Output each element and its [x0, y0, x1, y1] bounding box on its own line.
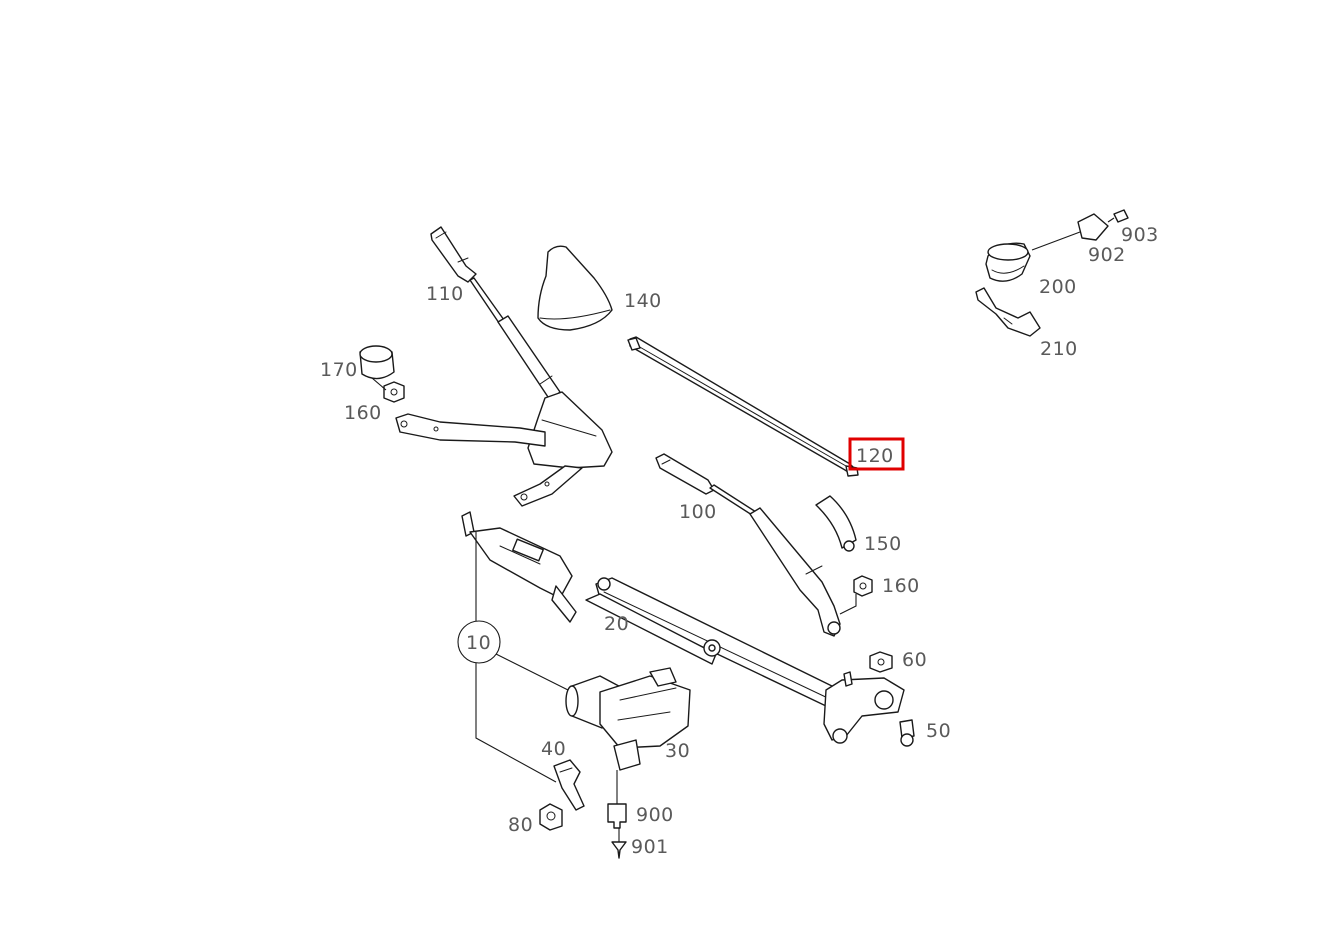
callout-170[interactable]: 170 [320, 359, 358, 381]
part-160-nut-left[interactable] [383, 381, 405, 403]
callout-150[interactable]: 150 [864, 533, 902, 555]
part-110-driver-wiper-arm[interactable] [395, 226, 613, 507]
part-160-nut-right[interactable] [853, 575, 873, 597]
callout-100[interactable]: 100 [679, 501, 717, 523]
callout-903[interactable]: 903 [1121, 224, 1159, 246]
callout-labels: 10 20 30 40 50 60 80 100 110 120 140 150… [320, 224, 1159, 858]
callout-902[interactable]: 902 [1088, 244, 1126, 266]
callout-10-circle [457, 620, 501, 664]
callout-140[interactable]: 140 [624, 290, 662, 312]
part-30-wiper-motor[interactable] [565, 667, 691, 771]
callout-210[interactable]: 210 [1040, 338, 1078, 360]
callout-200[interactable]: 200 [1039, 276, 1077, 298]
part-40-bracket[interactable] [553, 759, 585, 811]
part-900-connector[interactable] [607, 803, 627, 829]
callout-120[interactable]: 120 [856, 445, 894, 467]
callout-60[interactable]: 60 [902, 649, 927, 671]
selected-part-highlight [848, 437, 905, 471]
part-200-rain-sensor[interactable] [985, 242, 1031, 282]
part-140-cover-cap[interactable] [537, 245, 613, 331]
part-80-grommet[interactable] [539, 803, 563, 831]
callout-900[interactable]: 900 [636, 804, 674, 826]
leader-lines [371, 217, 1115, 842]
part-210-sensor-bracket[interactable] [975, 287, 1041, 337]
callout-160-left[interactable]: 160 [344, 402, 382, 424]
callout-40[interactable]: 40 [541, 738, 566, 760]
part-903-connector-pin[interactable] [1113, 209, 1129, 223]
part-120-wiper-blade[interactable] [627, 336, 859, 477]
part-902-connector[interactable] [1077, 213, 1109, 241]
callout-110[interactable]: 110 [426, 283, 464, 305]
callout-20[interactable]: 20 [604, 613, 629, 635]
part-100-passenger-wiper-arm[interactable] [655, 453, 841, 637]
part-50-bolt[interactable] [899, 719, 915, 747]
callout-10[interactable]: 10 [466, 632, 491, 654]
part-150-arm-cap[interactable] [815, 495, 857, 552]
callout-80[interactable]: 80 [508, 814, 533, 836]
part-901-connector-pin[interactable] [611, 841, 627, 859]
callout-160-right[interactable]: 160 [882, 575, 920, 597]
callout-30[interactable]: 30 [665, 740, 690, 762]
part-170-cap[interactable] [359, 345, 395, 380]
part-60-nut[interactable] [869, 651, 893, 673]
callout-901[interactable]: 901 [631, 836, 669, 858]
callout-50[interactable]: 50 [926, 720, 951, 742]
part-20-wiper-linkage[interactable] [461, 511, 905, 744]
